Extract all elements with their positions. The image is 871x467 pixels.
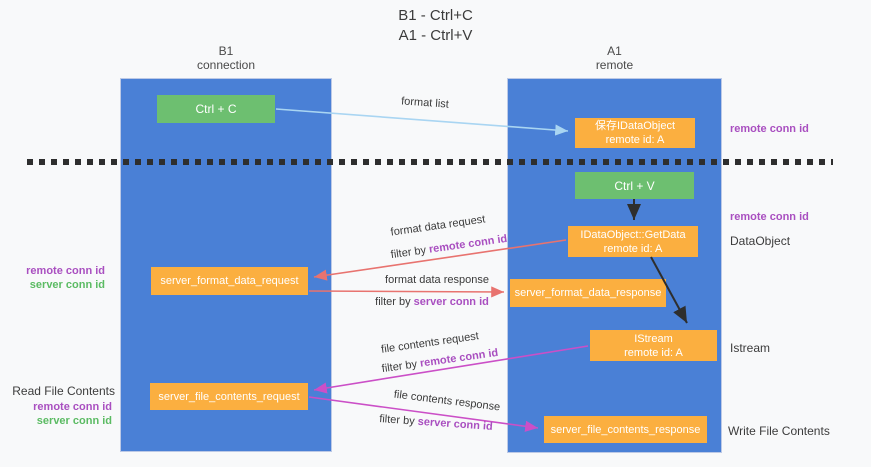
label-remote-conn-id-right-2: remote conn id (730, 211, 809, 223)
remote-conn-id-text: remote conn id (428, 232, 508, 256)
node-sfcresp-label: server_file_contents_response (550, 423, 701, 436)
node-getdata-line2: remote id: A (603, 242, 663, 255)
label-write-file-contents: Write File Contents (728, 424, 830, 438)
column-a1-subtitle: remote (595, 58, 634, 72)
node-sfdresp-label: server_format_data_response (514, 287, 662, 299)
title-line-2: A1 - Ctrl+V (398, 27, 473, 44)
column-header-b1: B1 connection (120, 44, 332, 72)
column-header-a1: A1 remote (507, 44, 722, 72)
column-b1-subtitle: connection (196, 58, 256, 72)
remote-conn-id-text: remote conn id (419, 346, 499, 370)
label-filter-server-1: filter by server conn id (352, 296, 512, 308)
arrow-format-data-response (308, 286, 505, 298)
label-format-list: format list (400, 95, 450, 111)
diagram-title: B1 - Ctrl+C A1 - Ctrl+V (0, 6, 871, 46)
node-save-idataobject: 保存IDataObject remote id: A (575, 118, 695, 148)
label-istream: Istream (730, 341, 771, 355)
node-ctrl-v-label: Ctrl + V (614, 178, 655, 193)
title-line-1: B1 - Ctrl+C (398, 7, 473, 24)
label-server-conn-id-left-1: server conn id (29, 279, 105, 291)
node-sfcreq-label: server_file_contents_request (158, 390, 300, 403)
node-ctrl-c-label: Ctrl + C (195, 102, 237, 116)
label-filter-server-2: filter by server conn id (356, 411, 516, 434)
node-server-file-contents-request: server_file_contents_request (150, 383, 308, 410)
label-format-data-response: format data response (385, 274, 489, 286)
node-save-idataobject-line1: 保存IDataObject (594, 120, 676, 132)
label-dataobject: DataObject (730, 234, 791, 248)
node-istream-line2: remote id: A (624, 346, 683, 359)
server-conn-id-text: server conn id (413, 296, 489, 308)
filter-by-text: filter by (375, 296, 414, 308)
node-getdata-line1: IDataObject::GetData (580, 228, 686, 241)
label-remote-conn-id-left-1: remote conn id (26, 265, 105, 277)
node-istream: IStream remote id: A (590, 330, 717, 361)
dashed-divider-line (27, 159, 833, 165)
label-file-contents-response: file contents response (393, 388, 501, 414)
node-idataobject-getdata: IDataObject::GetData remote id: A (568, 226, 698, 257)
filter-by-text: filter by (378, 413, 419, 428)
column-b1-name: B1 (218, 44, 234, 58)
label-server-conn-id-left-2: server conn id (36, 415, 112, 427)
label-read-file-contents: Read File Contents (12, 384, 115, 398)
filter-by-text: filter by (381, 357, 421, 376)
node-sfdreq-label: server_format_data_request (160, 275, 299, 287)
node-ctrl-v: Ctrl + V (575, 172, 694, 199)
node-istream-line1: IStream (634, 332, 673, 345)
node-server-file-contents-response: server_file_contents_response (544, 416, 707, 443)
node-ctrl-c: Ctrl + C (157, 95, 275, 123)
label-remote-conn-id-left-2: remote conn id (33, 401, 112, 413)
node-server-format-data-response: server_format_data_response (510, 279, 666, 307)
server-conn-id-text: server conn id (417, 415, 494, 433)
column-a1-name: A1 (607, 44, 622, 58)
node-save-idataobject-line2: remote id: A (605, 134, 665, 146)
node-server-format-data-request: server_format_data_request (151, 267, 308, 295)
filter-by-text: filter by (390, 243, 430, 262)
label-remote-conn-id-right-1: remote conn id (730, 123, 809, 135)
